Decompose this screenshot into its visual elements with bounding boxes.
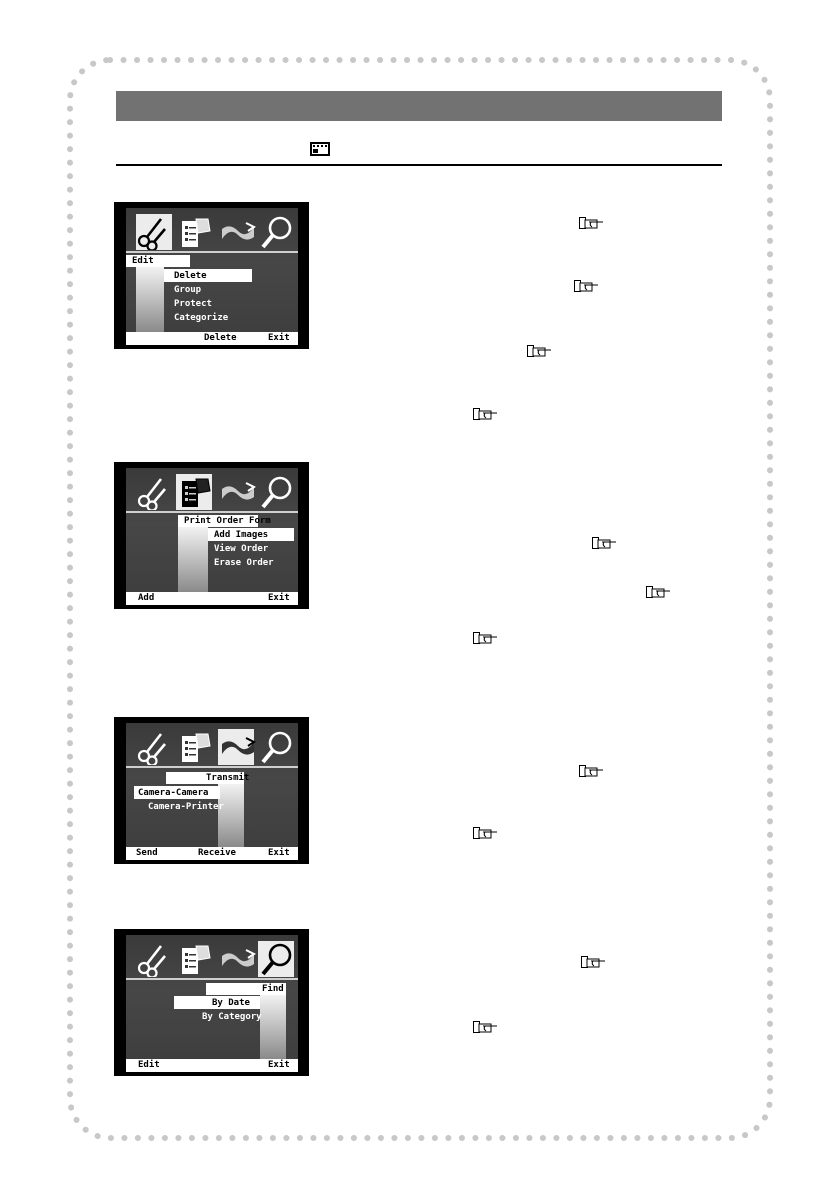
- magnifier-icon: [261, 476, 292, 509]
- softkey-center[interactable]: Delete: [204, 333, 237, 343]
- menu-title: Print Order Form: [184, 516, 271, 526]
- scissors-icon: [137, 944, 167, 977]
- magnifier-icon: [261, 731, 292, 764]
- print-order-icon: [181, 218, 211, 248]
- menu-item-by-category[interactable]: By Category: [202, 1012, 262, 1022]
- lcd-screen-edit: Edit Delete Group Protect Categorize Del…: [114, 202, 309, 349]
- page-reference-icon: [527, 345, 552, 357]
- menu-title: Find: [262, 984, 284, 994]
- menu-item-by-date[interactable]: By Date: [212, 998, 250, 1008]
- menu-title: Transmit: [206, 773, 250, 783]
- menu-item-group[interactable]: Group: [174, 285, 202, 295]
- softkey-center[interactable]: Receive: [198, 848, 236, 858]
- softkey-right[interactable]: Exit: [268, 1060, 290, 1070]
- page-reference-icon: [592, 537, 617, 549]
- lcd-screen-transmit: Transmit Camera-Camera Camera-Printer Se…: [114, 717, 309, 864]
- menu-icon-row: [137, 474, 292, 510]
- page-reference-icon: [473, 1021, 498, 1033]
- scissors-icon: [137, 732, 167, 765]
- menu-item-view-order[interactable]: View Order: [214, 544, 269, 554]
- transmit-icon: [221, 482, 255, 501]
- print-order-icon: [181, 733, 211, 763]
- softkey-right[interactable]: Exit: [268, 333, 290, 343]
- menu-item-protect[interactable]: Protect: [174, 299, 212, 309]
- page-reference-icon: [646, 586, 671, 598]
- scissors-icon: [137, 477, 167, 510]
- menu-item-camera-camera[interactable]: Camera-Camera: [138, 788, 209, 798]
- page-reference-icon: [574, 280, 599, 292]
- page-reference-icon: [579, 765, 604, 777]
- page-reference-icon: [473, 408, 498, 420]
- page-reference-icon: [473, 827, 498, 839]
- page-reference-icon: [579, 217, 604, 229]
- menu-icon-row: [137, 729, 292, 765]
- page-reference-icon: [581, 956, 606, 968]
- menu-item-add-images[interactable]: Add Images: [214, 530, 269, 540]
- menu-title: Edit: [132, 256, 154, 266]
- page-reference-icon: [473, 632, 498, 644]
- menu-item-camera-printer[interactable]: Camera-Printer: [148, 802, 224, 812]
- section-header-bar: [116, 91, 722, 121]
- playback-mode-icon: [310, 142, 330, 156]
- transmit-icon: [221, 222, 255, 241]
- transmit-icon: [221, 949, 255, 968]
- softkey-left[interactable]: Add: [138, 593, 155, 603]
- softkey-right[interactable]: Exit: [268, 848, 290, 858]
- softkey-right[interactable]: Exit: [268, 593, 290, 603]
- magnifier-icon: [261, 216, 292, 249]
- lcd-screen-find: Find By Date By Category Edit Exit: [114, 929, 309, 1076]
- lcd-screen-print-order: Print Order Form Add Images View Order E…: [114, 462, 309, 609]
- menu-item-delete[interactable]: Delete: [174, 271, 207, 281]
- menu-icon-row: [137, 941, 294, 977]
- menu-item-erase-order[interactable]: Erase Order: [214, 558, 274, 568]
- softkey-left[interactable]: Edit: [138, 1060, 160, 1070]
- menu-item-categorize[interactable]: Categorize: [174, 313, 229, 323]
- print-order-icon: [181, 945, 211, 975]
- softkey-left[interactable]: Send: [136, 848, 158, 858]
- menu-icon-row: [136, 214, 292, 250]
- section-divider: [116, 164, 722, 166]
